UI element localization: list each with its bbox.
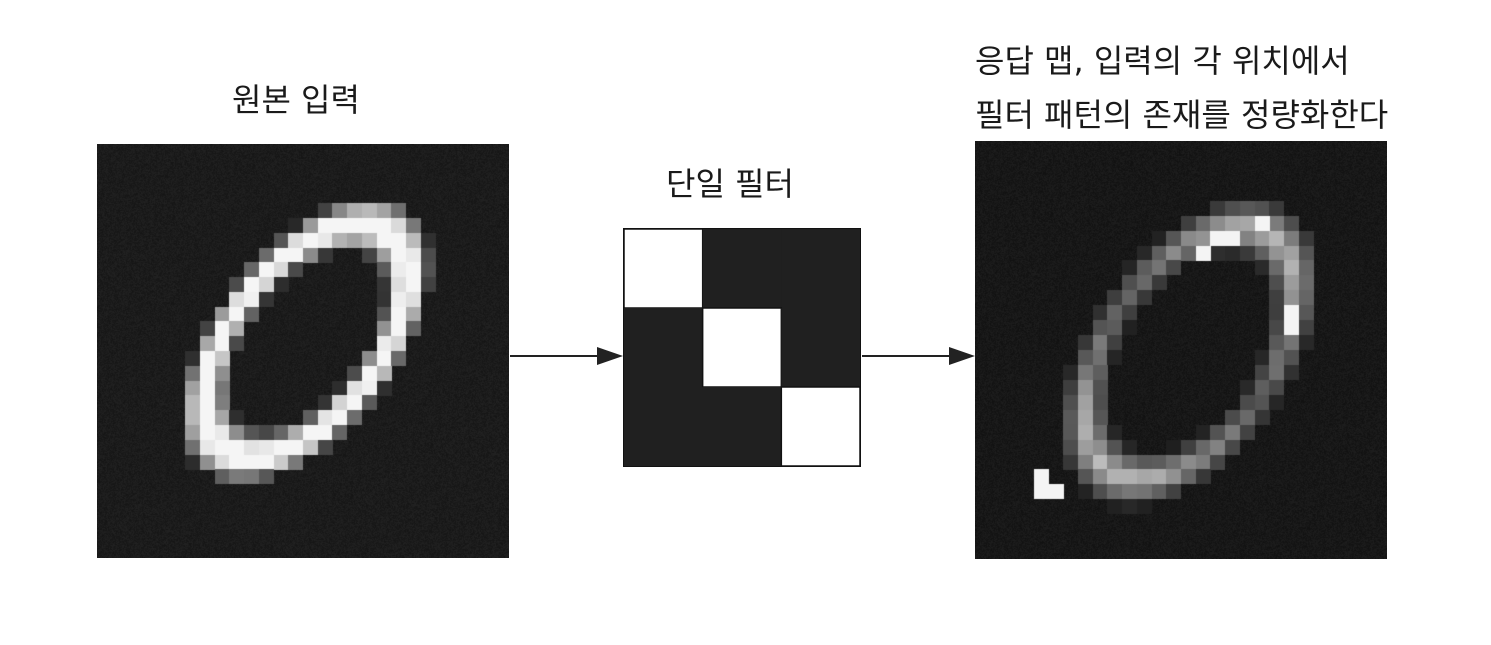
filter-cell-off [781,308,860,387]
arrow-input-to-filter [510,347,623,365]
filter-cell-off [781,229,860,308]
filter-cell-on [780,386,860,466]
arrow-head [949,347,975,365]
arrow-shaft [510,355,600,357]
arrow-filter-to-response [862,347,975,365]
response-map-label-line2: 필터 패턴의 존재를 정량화한다 [975,96,1389,134]
filter-cell-on [701,307,783,388]
filter-cell-off [702,387,782,466]
response-map-image [975,141,1387,559]
input-image-label: 원본 입력 [232,81,360,119]
filter-cell-off [624,387,703,466]
input-digit-image [97,144,509,558]
filter-cell-off [624,308,703,387]
response-map-label: 응답 맵, 입력의 각 위치에서 필터 패턴의 존재를 정량화한다 [975,34,1388,142]
input-digit-canvas [97,144,509,558]
filter-grid [623,228,861,467]
filter-cell-off [702,229,782,308]
arrow-shaft [862,355,952,357]
filter-grid-svg [624,229,860,466]
filter-cell-on [624,229,704,309]
response-map-label-line1: 응답 맵, 입력의 각 위치에서 [975,42,1350,80]
response-map-canvas [975,141,1387,559]
arrow-head [597,347,623,365]
filter-label: 단일 필터 [666,165,794,203]
